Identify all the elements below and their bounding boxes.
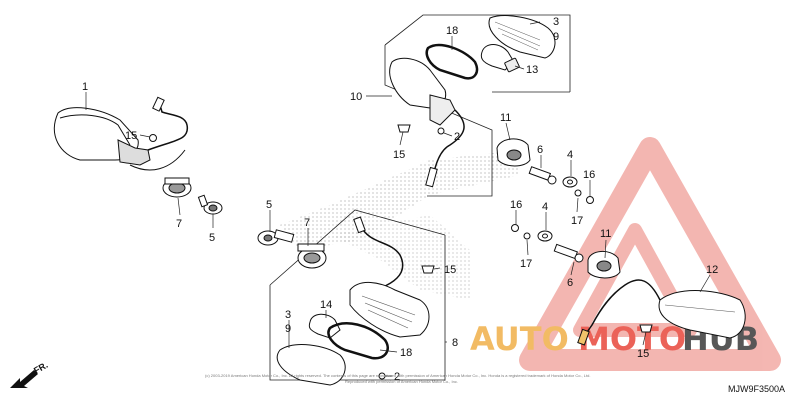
part-1-wire xyxy=(147,104,189,151)
part-11-mount-lower xyxy=(587,251,621,279)
copyright-notice: (c) 2003-2019 American Honda Motor Co., … xyxy=(205,373,590,378)
part-4-washer-lower xyxy=(537,230,553,242)
callout-15-center: 15 xyxy=(444,264,456,276)
part-8-wire xyxy=(359,224,404,291)
part-18-gasket-lower xyxy=(327,322,389,360)
part-1-wire-lower xyxy=(129,149,186,171)
callout-13: 13 xyxy=(526,64,538,76)
part-3-lens-upper xyxy=(488,15,556,59)
callout-7-left: 7 xyxy=(176,218,182,230)
screw-2-upper xyxy=(437,127,445,135)
part-18-gasket-upper xyxy=(425,43,479,80)
part-1-connector xyxy=(152,96,165,112)
callout-9-lower: 9 xyxy=(285,323,291,335)
part-17-washer-lower xyxy=(523,232,531,240)
part-10-connector xyxy=(425,166,438,188)
callout-3-upper: 3 xyxy=(553,16,559,28)
watermark: AUTO MOTO HUB xyxy=(470,137,781,371)
callout-12: 12 xyxy=(706,264,718,276)
part-8-connector xyxy=(353,216,366,234)
part-13-bulb-upper xyxy=(480,44,520,73)
diagram-code: MJW9F3500A xyxy=(728,384,785,394)
part-7-rubber-mount-center xyxy=(297,243,327,269)
callout-1: 1 xyxy=(82,81,88,93)
watermark-triangle-outer xyxy=(519,137,781,371)
screw-15-center xyxy=(421,265,435,274)
callout-17-upper: 17 xyxy=(571,215,583,227)
callout-11-upper: 11 xyxy=(500,112,511,124)
part-3-lens-lower xyxy=(276,344,346,386)
watermark-text-moto: MOTO xyxy=(578,320,686,358)
callout-6-lower: 6 xyxy=(567,277,573,289)
part-6-bolt-upper xyxy=(528,166,557,185)
part-6-bolt-lower xyxy=(553,243,584,263)
part-5-collar-center xyxy=(257,229,295,246)
copyright-notice-2: Reproduced with permission of American H… xyxy=(345,379,458,384)
part-12-connector xyxy=(577,328,590,346)
callout-10: 10 xyxy=(350,91,362,103)
screw-15-right xyxy=(639,324,653,333)
part-10-wire xyxy=(432,109,465,179)
part-5-collar-left xyxy=(197,194,223,215)
callout-18-upper: 18 xyxy=(446,25,458,37)
stipple-band-upper xyxy=(280,150,520,250)
callout-18-lower: 18 xyxy=(400,347,412,359)
part-11-mount-upper xyxy=(496,138,531,167)
front-direction-arrow: FR. xyxy=(10,360,50,388)
screw-15-left xyxy=(149,134,157,142)
screw-15-upper xyxy=(397,124,411,133)
watermark-triangle-inner xyxy=(573,223,697,337)
callout-2-upper: 2 xyxy=(454,131,460,143)
callout-4-lower: 4 xyxy=(542,201,548,213)
front-label: FR. xyxy=(32,360,50,376)
part-12-turn-signal-right xyxy=(658,290,746,339)
part-1-turn-signal-lens xyxy=(53,107,151,166)
group-bracket-upper xyxy=(384,14,571,197)
callout-15-right: 15 xyxy=(637,348,649,360)
stipple-band-lower xyxy=(330,215,470,300)
callout-labels: 1 15 7 5 5 7 10 18 3 9 13 2 15 11 6 4 16… xyxy=(82,16,718,383)
callout-6-upper: 6 xyxy=(537,144,543,156)
callout-8: 8 xyxy=(452,337,458,349)
callout-11-lower: 11 xyxy=(600,228,611,240)
part-14-bulb-lower xyxy=(308,313,341,339)
watermark-text-auto: AUTO xyxy=(470,320,569,358)
part-16-nut-upper xyxy=(586,196,594,204)
part-7-rubber-mount-left xyxy=(162,177,192,198)
arrow-icon xyxy=(10,370,38,388)
callout-15-upper: 15 xyxy=(393,149,405,161)
callout-15-left: 15 xyxy=(125,130,137,142)
callout-4-upper: 4 xyxy=(567,149,573,161)
part-16-nut-lower xyxy=(511,224,519,232)
part-10-housing-upper xyxy=(389,57,456,126)
callout-16-upper: 16 xyxy=(583,169,595,181)
callout-7-center: 7 xyxy=(304,217,310,229)
part-12-wire xyxy=(584,279,661,336)
screw-2-lower xyxy=(378,372,386,380)
callout-17-lower: 17 xyxy=(520,258,532,270)
callout-5-left: 5 xyxy=(209,232,215,244)
callout-9-upper: 9 xyxy=(553,31,559,43)
callout-5-center: 5 xyxy=(266,199,272,211)
callout-3-lower: 3 xyxy=(285,309,291,321)
part-8-housing xyxy=(349,282,430,338)
callout-2-lower: 2 xyxy=(394,371,400,383)
callout-16-lower: 16 xyxy=(510,199,522,211)
leader-lines xyxy=(85,21,711,377)
part-17-washer-upper xyxy=(574,189,582,197)
part-4-washer-upper xyxy=(562,176,578,188)
callout-14: 14 xyxy=(320,299,332,311)
